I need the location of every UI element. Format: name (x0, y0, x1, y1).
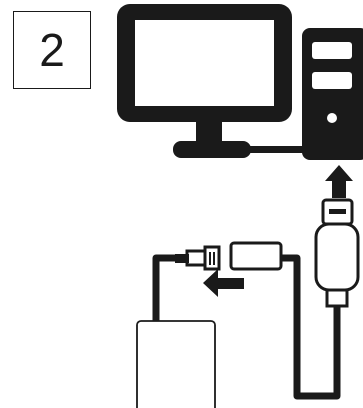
usb-plug-icon (316, 200, 358, 306)
arrow-left-icon (203, 269, 244, 297)
computer-tower-icon (302, 28, 363, 160)
arrow-up-icon (325, 165, 353, 198)
device-cable (156, 258, 176, 322)
device-icon (137, 321, 215, 408)
monitor-cable (245, 146, 307, 153)
usb-connector-icon (175, 247, 219, 269)
adapter-icon (231, 243, 281, 269)
monitor-icon (117, 4, 292, 158)
